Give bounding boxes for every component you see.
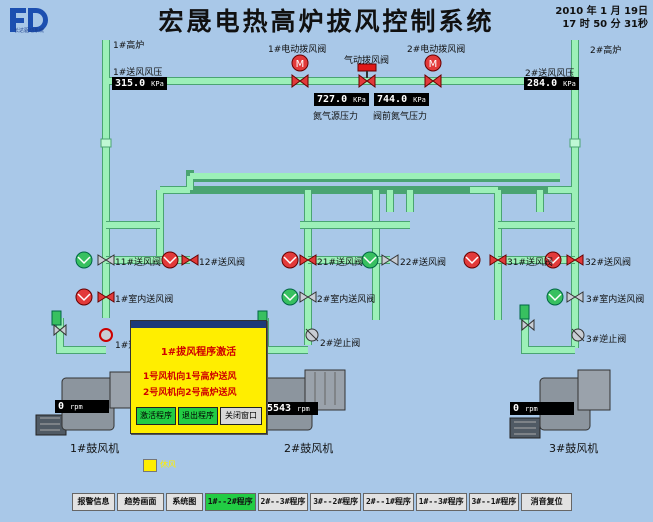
valve-21[interactable]	[281, 251, 317, 269]
electric-valve-2[interactable]: M	[424, 54, 442, 88]
dialog-line-2: 2号风机向2号高炉送风	[143, 388, 237, 398]
nav-program-1-3[interactable]: 1#--3#程序	[415, 493, 467, 511]
valve-11-label: 11#送风阀	[115, 258, 161, 268]
activate-program-button[interactable]: 激活程序	[136, 407, 176, 425]
valve-31-label: 31#送风阀	[507, 258, 553, 268]
valve-21-label: 21#送风阀	[317, 258, 363, 268]
blower-3-speed: 0 rpm	[510, 402, 574, 415]
dialog-line-1: 1号风机向1号高炉送风	[143, 372, 237, 382]
blower-3-label: 3#鼓风机	[549, 442, 599, 455]
valve-12-label: 12#送风阀	[199, 258, 245, 268]
nav-system[interactable]: 系统图	[165, 493, 203, 511]
close-window-button[interactable]: 关闭窗口	[220, 407, 262, 425]
furnace-2-label: 2#高炉	[590, 46, 622, 56]
fd-logo-icon	[10, 8, 48, 32]
legend-label: 休风	[160, 460, 176, 469]
nav-alarm-info[interactable]: 报警信息	[72, 493, 115, 511]
valve-11[interactable]	[75, 251, 115, 269]
exit-program-button[interactable]: 退出程序	[178, 407, 218, 425]
legend-swatch	[143, 459, 157, 472]
check-valve-3-icon	[571, 328, 585, 342]
electric-valve-2-label: 2#电动拨风阀	[407, 45, 466, 55]
check-valve-3-label: 3#逆止阀	[586, 335, 627, 345]
supply-pressure-2-readout: 284.0 KPa	[524, 77, 579, 90]
nav-silence-reset[interactable]: 消音复位	[521, 493, 572, 511]
valve-22[interactable]	[361, 251, 399, 269]
svg-text:M: M	[429, 59, 438, 70]
valve-22-label: 22#送风阀	[400, 258, 446, 268]
bleed-valve-1[interactable]	[51, 310, 67, 337]
check-valve-2-label: 2#逆止阀	[320, 339, 361, 349]
svg-text:M: M	[296, 59, 305, 70]
valve-32[interactable]	[544, 251, 584, 269]
indoor-valve-2[interactable]	[281, 288, 317, 306]
indoor-valve-2-label: 2#室内送风阀	[317, 295, 376, 305]
valve-12[interactable]	[161, 251, 199, 269]
pipe-joint	[569, 138, 581, 148]
pre-valve-pressure-label: 阀前氮气压力	[373, 112, 428, 122]
program-activation-dialog: 1#拔风程序激活 1号风机向1号高炉送风 2号风机向2号高炉送风 激活程序 退出…	[130, 320, 267, 434]
dialog-title: 1#拔风程序激活	[160, 347, 237, 358]
nav-program-2-3[interactable]: 2#--3#程序	[257, 493, 309, 511]
supply-pressure-1-readout: 315.0 KPa	[112, 77, 167, 90]
indoor-valve-3[interactable]	[546, 288, 584, 306]
nav-program-2-1[interactable]: 2#--1#程序	[363, 493, 414, 511]
indoor-valve-3-label: 3#室内送风阀	[586, 295, 645, 305]
supply-pressure-2-label: 2#送风风压	[525, 69, 575, 79]
check-valve-1-icon	[99, 328, 113, 342]
bleed-valve-3[interactable]	[519, 304, 535, 332]
page-title: 宏晟电热高炉拔风控制系统	[158, 7, 495, 36]
blower-1-label: 1#鼓风机	[70, 442, 120, 455]
nitrogen-source-label: 氮气源压力	[313, 112, 359, 122]
indoor-valve-1[interactable]	[75, 288, 115, 306]
bottom-nav: 报警信息 趋势画面 系统图 1#--2#程序 2#--3#程序 3#--2#程序…	[72, 493, 572, 511]
pneumatic-valve[interactable]	[357, 63, 377, 88]
pipe-joint	[100, 138, 112, 148]
pneumatic-valve-label: 气动拨风阀	[344, 56, 390, 66]
blower-1-speed: 0 rpm	[55, 400, 109, 413]
date-text: 2010 年 1 月 19日	[555, 6, 648, 17]
supply-pressure-1-label: 1#送风风压	[113, 68, 163, 78]
dialog-titlebar[interactable]	[131, 321, 266, 328]
pre-valve-pressure-readout: 744.0 KPa	[374, 93, 429, 106]
time-text: 17 时 50 分 31秒	[562, 19, 648, 30]
electric-valve-1-label: 1#电动拨风阀	[268, 45, 327, 55]
valve-32-label: 32#送风阀	[585, 258, 631, 268]
check-valve-2-icon	[305, 328, 319, 342]
blower-2-speed: 5543 rpm	[264, 402, 318, 415]
nitrogen-source-readout: 727.0 KPa	[314, 93, 369, 106]
nav-program-3-1[interactable]: 3#--1#程序	[468, 493, 520, 511]
valve-31[interactable]	[463, 251, 507, 269]
check-valve-1-label: 1#逆	[115, 341, 138, 351]
clock: 2010 年 1 月 19日 17 时 50 分 31秒	[548, 5, 648, 31]
nav-program-1-2[interactable]: 1#--2#程序	[204, 493, 256, 511]
nav-program-3-2[interactable]: 3#--2#程序	[310, 493, 362, 511]
indoor-valve-1-label: 1#室内送风阀	[115, 295, 174, 305]
electric-valve-1[interactable]: M	[291, 54, 309, 88]
blower-2-icon	[261, 369, 346, 431]
furnace-1-label: 1#高炉	[113, 41, 145, 51]
blower-2-label: 2#鼓风机	[284, 442, 334, 455]
logo-caption: 长达驱动系统	[13, 28, 44, 34]
nav-trend[interactable]: 趋势画面	[116, 493, 164, 511]
